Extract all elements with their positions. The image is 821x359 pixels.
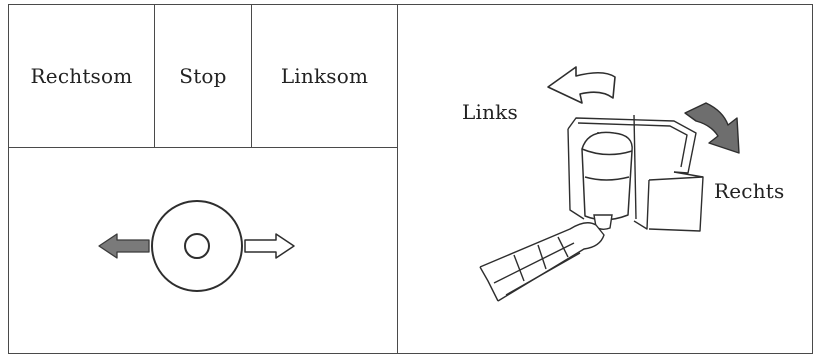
divider-center [397, 5, 398, 353]
cell-dial [9, 148, 397, 353]
stirrer-illustration [479, 66, 740, 302]
links-label: Links [462, 100, 518, 124]
counterclockwise-label: Linksom [280, 64, 369, 88]
rechts-label: Rechts [714, 179, 785, 203]
filled-arrow-left-icon [98, 233, 150, 259]
divider-row [9, 147, 398, 148]
cell-clockwise[interactable]: Rechtsom [9, 5, 154, 147]
stop-label: Stop [179, 64, 227, 88]
curved-arrow-left-icon [547, 66, 616, 104]
hand-arm [479, 222, 605, 302]
outline-arrow-right-icon [244, 233, 295, 259]
jar [581, 131, 633, 221]
control-diagram-table: Rechtsom Stop Linksom [8, 4, 813, 354]
cell-counterclockwise[interactable]: Linksom [252, 5, 397, 147]
cell-illustration: Links Rechts [398, 5, 812, 353]
curved-arrow-right-icon [684, 102, 740, 154]
dial-diagram [98, 200, 295, 292]
cell-stop[interactable]: Stop [155, 5, 251, 147]
divider-after-stop [251, 5, 252, 147]
clockwise-label: Rechtsom [30, 64, 133, 88]
divider-after-rechtsom [154, 5, 155, 147]
rotary-knob-icon [151, 200, 243, 292]
